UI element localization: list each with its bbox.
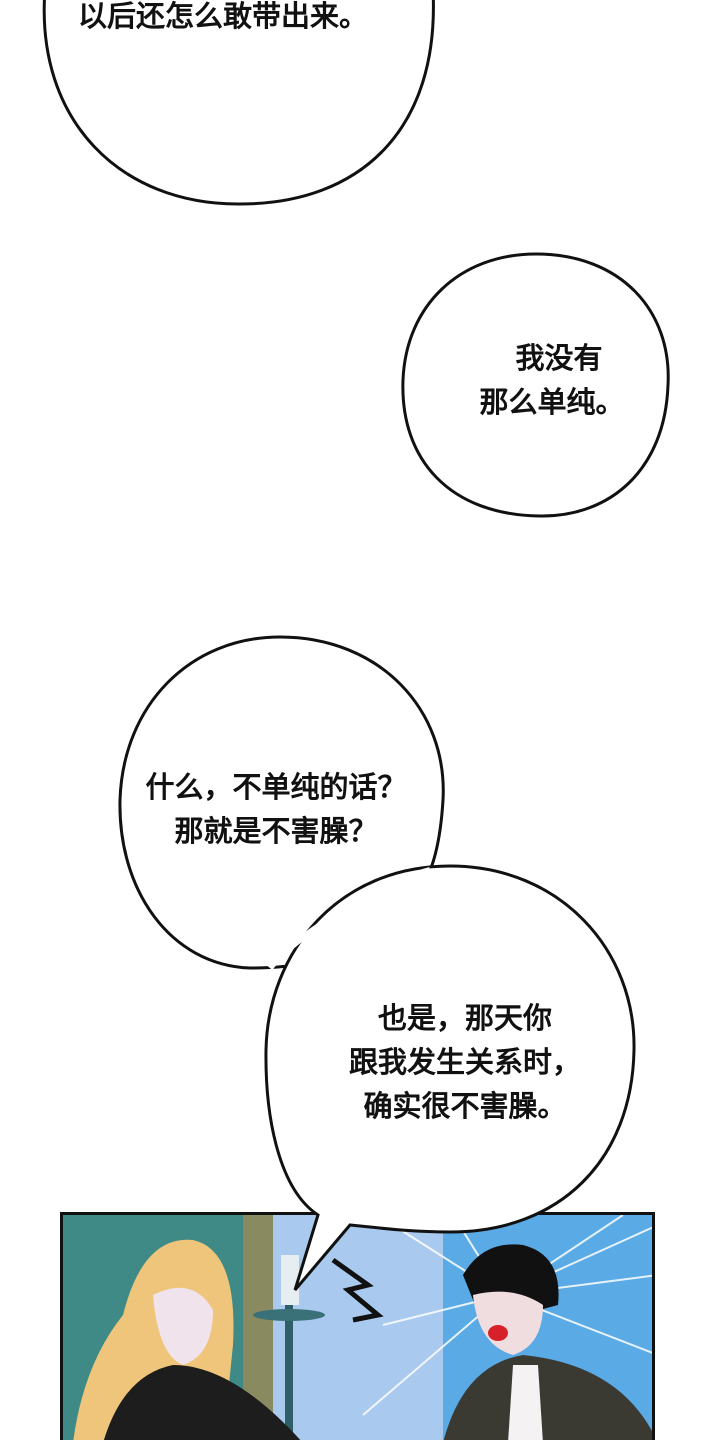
- candle-stand: [253, 1255, 325, 1440]
- dark-haired-character: [443, 1244, 652, 1440]
- bubble-2-text: 我没有 那么单纯。: [462, 336, 642, 424]
- shock-mark: [331, 1257, 384, 1323]
- dialogue-line: 那就是不害臊？: [174, 814, 378, 848]
- panel-art: [63, 1215, 652, 1440]
- dialogue-line: 我没有: [515, 341, 603, 375]
- speech-bubble-1: [42, 0, 435, 206]
- blond-character: [73, 1239, 301, 1440]
- dialogue-line: 以后还怎么敢带出来。: [78, 0, 369, 33]
- comic-panel: [60, 1212, 655, 1440]
- speech-bubble-4: [264, 864, 636, 1291]
- bubble-3-text: 什么，不单纯的话？ 那就是不害臊？: [126, 765, 426, 853]
- bubble-1-text: 以后还怎么敢带出来。: [78, 0, 368, 38]
- dialogue-line: 什么，不单纯的话？: [145, 770, 407, 804]
- dialogue-line: 那么单纯。: [479, 385, 625, 419]
- bubble-4-text: 也是，那天你 跟我发生关系时， 确实很不害臊。: [320, 996, 610, 1128]
- speech-bubble-2: [401, 252, 670, 518]
- dialogue-line: 也是，那天你: [377, 1001, 552, 1035]
- dialogue-line: 跟我发生关系时，: [348, 1045, 581, 1079]
- dialogue-line: 确实很不害臊。: [363, 1089, 567, 1123]
